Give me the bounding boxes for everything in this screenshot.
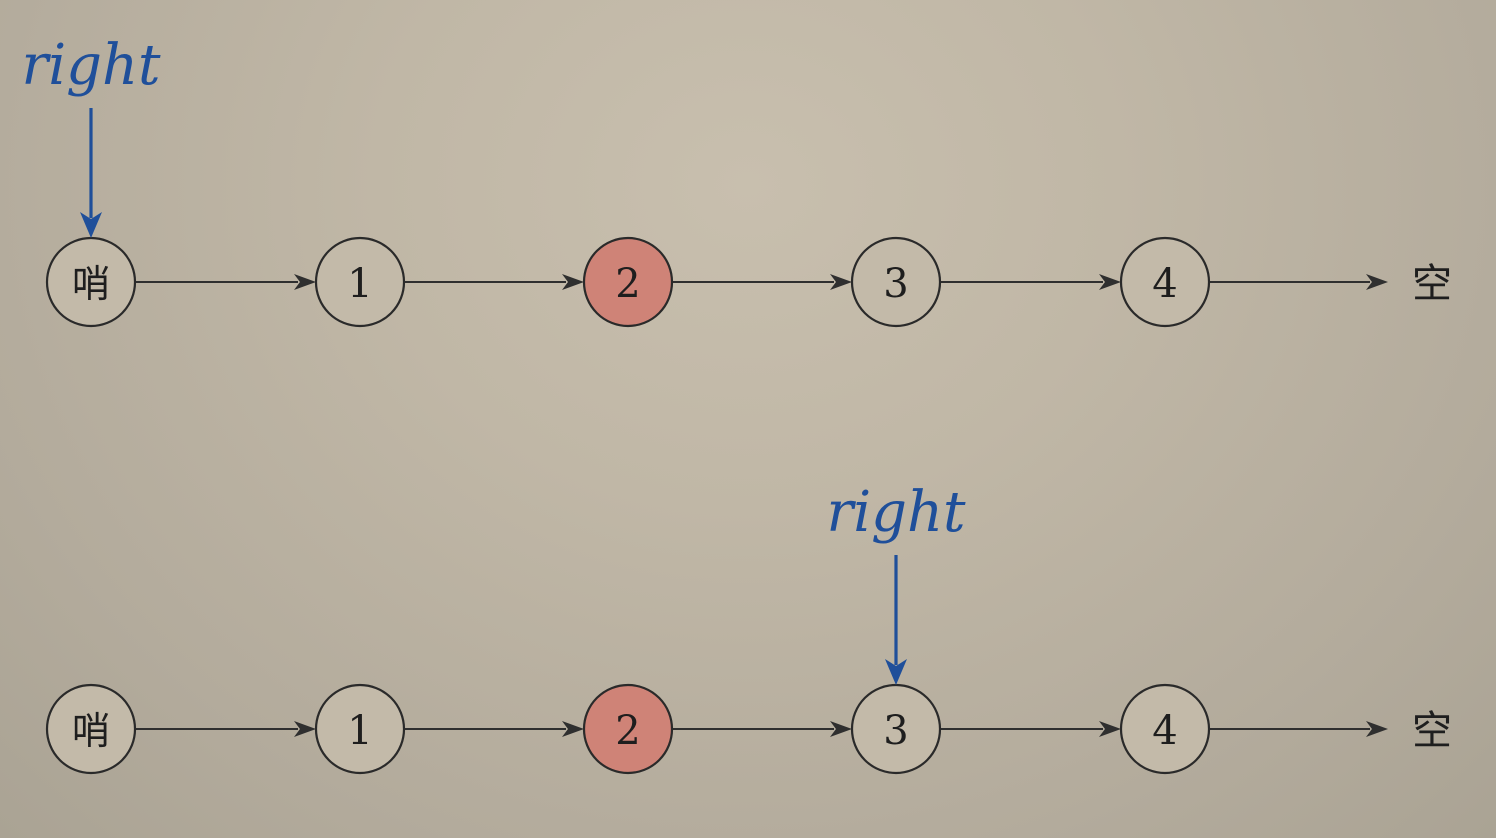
node-label: 3 <box>883 261 908 307</box>
node-label: 2 <box>615 708 640 754</box>
list-node: 3 <box>850 236 942 328</box>
linked-list-row-1: 哨 1 2 3 4 空 right <box>21 33 1452 328</box>
list-node: 4 <box>1119 236 1211 328</box>
arrowhead <box>294 721 316 737</box>
node-label: 哨 <box>72 709 110 753</box>
arrowhead <box>1099 274 1121 290</box>
right-pointer: right <box>21 33 161 238</box>
edge-3-4 <box>940 721 1121 737</box>
node-label: 2 <box>615 261 640 307</box>
arrowhead <box>294 274 316 290</box>
arrowhead <box>562 274 584 290</box>
node-circle <box>1119 236 1211 328</box>
edge-to-null <box>1209 274 1388 290</box>
list-node: 哨 <box>45 683 137 775</box>
pointer-label: right <box>826 480 966 545</box>
node-circle <box>314 683 406 775</box>
node-circle-highlighted <box>582 236 674 328</box>
list-node: 哨 <box>45 236 137 328</box>
list-node: 1 <box>314 236 406 328</box>
list-node: 4 <box>1119 683 1211 775</box>
node-label: 4 <box>1152 261 1177 307</box>
null-label: 空 <box>1412 708 1452 754</box>
node-circle <box>314 236 406 328</box>
edge-to-null <box>1209 721 1388 737</box>
arrowhead <box>1099 721 1121 737</box>
pointer-label: right <box>21 33 161 98</box>
node-label: 4 <box>1152 708 1177 754</box>
list-node: 3 <box>850 683 942 775</box>
node-label: 1 <box>347 708 372 754</box>
right-pointer: right <box>826 480 966 685</box>
node-label: 哨 <box>72 262 110 306</box>
list-node: 1 <box>314 683 406 775</box>
pointer-arrowhead <box>885 659 907 685</box>
arrowhead <box>830 274 852 290</box>
node-circle <box>45 683 137 775</box>
linked-list-row-2: 哨 1 2 3 4 空 right <box>45 480 1452 775</box>
node-label: 3 <box>883 708 908 754</box>
edge-0-1 <box>135 274 316 290</box>
null-label: 空 <box>1412 261 1452 307</box>
list-node: 2 <box>582 236 674 328</box>
node-circle-highlighted <box>582 683 674 775</box>
node-circle <box>850 236 942 328</box>
node-label: 1 <box>347 261 372 307</box>
edge-2-3 <box>672 274 852 290</box>
edge-1-2 <box>404 721 584 737</box>
list-node: 2 <box>582 683 674 775</box>
node-circle <box>1119 683 1211 775</box>
arrowhead <box>1366 274 1388 290</box>
edge-0-1 <box>135 721 316 737</box>
edge-2-3 <box>672 721 852 737</box>
pointer-arrowhead <box>80 212 102 238</box>
arrowhead <box>830 721 852 737</box>
edge-3-4 <box>940 274 1121 290</box>
arrowhead <box>562 721 584 737</box>
arrowhead <box>1366 721 1388 737</box>
edge-1-2 <box>404 274 584 290</box>
